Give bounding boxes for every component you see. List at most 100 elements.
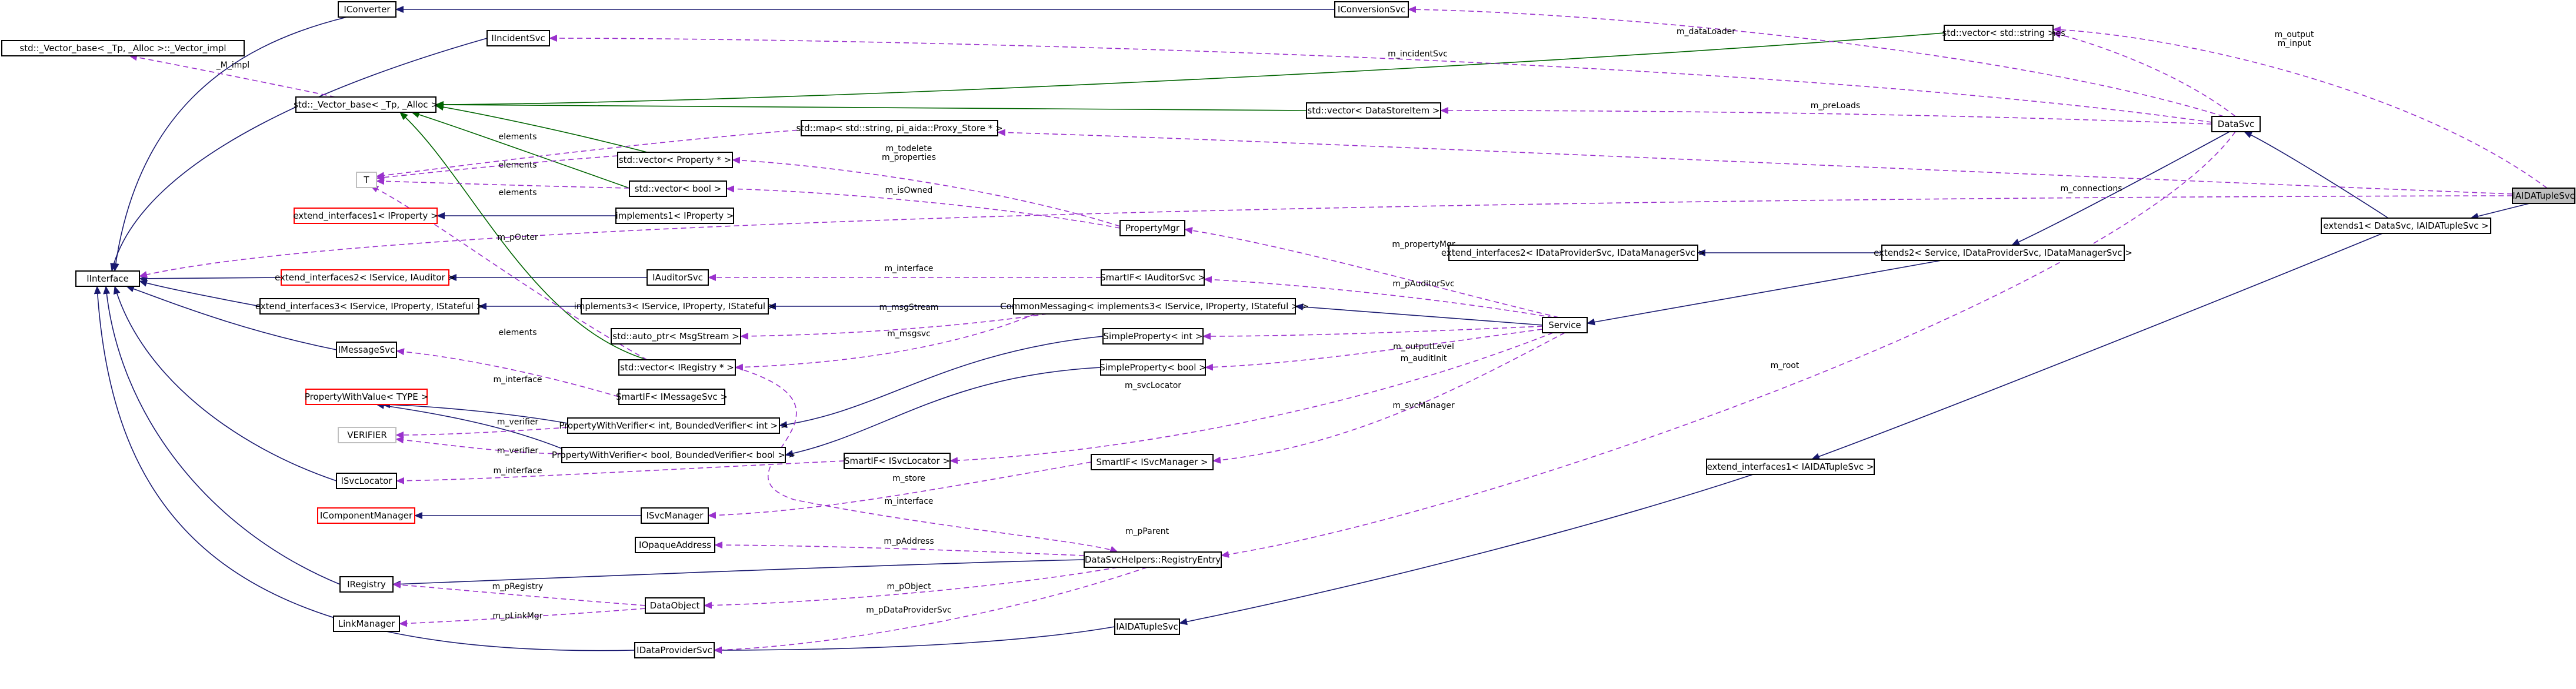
edge-vecBase-to-vecBaseImpl — [129, 53, 336, 98]
class-node-PWVerBool[interactable]: PropertyWithVerifier< bool, BoundedVerif… — [552, 447, 795, 463]
class-node-extISvcIAud[interactable]: extend_interfaces2< IService, IAuditor > — [275, 269, 455, 286]
edge-RegEntry-to-IRegistry — [392, 559, 1085, 588]
edge-line — [395, 436, 562, 454]
edge-label-dataLoader: m_dataLoader — [1677, 27, 1735, 36]
class-node-PropertyMgr[interactable]: PropertyMgr — [1119, 220, 1185, 236]
edge-vecIReg-to-vecBase — [399, 112, 648, 360]
class-node-SmartIFMsg[interactable]: SmartIF< IMessageSvc > — [616, 389, 728, 405]
edge-RegEntry-to-IOpaque — [714, 541, 1085, 556]
class-label: IDataProviderSvc — [636, 645, 712, 655]
class-node-ISvcLocator[interactable]: ISvcLocator — [336, 473, 397, 489]
class-node-Interface[interactable]: IInterface — [75, 270, 140, 287]
class-node-ISvcManager[interactable]: ISvcManager — [641, 507, 709, 524]
edge-ext2Svc-to-Service — [1587, 260, 1942, 326]
edge-extISvcIAud-to-Interface — [139, 275, 282, 282]
class-label: extend_interfaces3< IService, IProperty,… — [255, 301, 484, 312]
class-node-DataSvc[interactable]: DataSvc — [2211, 116, 2261, 132]
class-label: SmartIF< ISvcManager > — [1097, 457, 1208, 467]
class-node-IAIDATupleSvc[interactable]: IAIDATupleSvc — [2512, 188, 2575, 204]
edge-Service-to-SimpleBool — [1205, 329, 1543, 371]
class-node-ext2Svc[interactable]: extends2< Service, IDataProviderSvc, IDa… — [1874, 245, 2132, 261]
class-node-IAuditorSvc[interactable]: IAuditorSvc — [647, 269, 709, 286]
edge-line — [1295, 303, 1543, 326]
edge-line — [94, 286, 635, 651]
edge-label-elem2: elements — [498, 160, 536, 170]
class-label: IAIDATupleSvc — [1116, 621, 1178, 632]
class-node-RegEntry[interactable]: DataSvcHelpers::RegistryEntry — [1084, 551, 1222, 568]
edge-line — [103, 286, 341, 585]
edge-label-interface4: m_interface — [884, 497, 933, 506]
class-node-SimpleBool[interactable]: SimpleProperty< bool > — [1099, 359, 1207, 376]
class-box — [611, 328, 741, 344]
class-node-IDataProv[interactable]: IDataProviderSvc — [634, 642, 715, 658]
class-box — [1334, 1, 1409, 18]
class-node-CommonMsg[interactable]: CommonMessaging< implements3< IService, … — [1000, 298, 1309, 315]
class-node-vecDSI[interactable]: std::vector< DataStoreItem > — [1306, 102, 1441, 119]
class-node-IRegistry[interactable]: IRegistry — [339, 576, 394, 593]
class-node-IIncidentSvc[interactable]: IIncidentSvc — [486, 30, 550, 46]
class-node-vecBase[interactable]: std::_Vector_base< _Tp, _Alloc > — [294, 96, 438, 113]
class-node-SmartIFLoc[interactable]: SmartIF< ISvcLocator > — [844, 453, 951, 469]
class-node-Service[interactable]: Service — [1542, 317, 1588, 333]
edge-line — [2052, 26, 2548, 189]
class-node-vecIReg[interactable]: std::vector< IRegistry * > — [618, 359, 736, 376]
class-node-extIDP[interactable]: extend_interfaces2< IDataProviderSvc, ID… — [1441, 245, 1705, 261]
edge-DataSvc-to-vecStr — [2052, 31, 2236, 117]
class-node-IConverter[interactable]: IConverter — [338, 1, 396, 18]
class-label: std::vector< bool > — [635, 183, 722, 194]
class-box — [1013, 298, 1296, 315]
edge-line — [435, 101, 1307, 111]
class-box — [615, 208, 734, 224]
edge-label-pParent: m_pParent — [1125, 527, 1169, 536]
class-box — [1114, 618, 1180, 635]
class-label: std::vector< std::string > — [1942, 28, 2055, 38]
class-node-vecBool[interactable]: std::vector< bool > — [629, 180, 727, 197]
class-node-SmartIFAud[interactable]: SmartIF< IAuditorSvc > — [1100, 269, 1205, 286]
class-node-impIProp[interactable]: implements1< IProperty > — [615, 208, 734, 224]
class-label: IOpaqueAddress — [639, 540, 711, 550]
edge-label-elem1: elements — [498, 132, 536, 142]
class-node-extIAIDA[interactable]: extend_interfaces1< IAIDATupleSvc > — [1706, 459, 1875, 475]
class-label: SmartIF< IAuditorSvc > — [1100, 272, 1205, 283]
edge-label-msgStream: m_msgStream — [879, 303, 938, 312]
class-node-SmartIFMgr[interactable]: SmartIF< ISvcManager > — [1091, 454, 1214, 470]
class-node-VERIFIER[interactable]: VERIFIER — [338, 427, 396, 443]
class-node-T[interactable]: T — [356, 172, 377, 188]
edge-vecBool-to-T — [376, 178, 630, 189]
class-node-IMessageSvc[interactable]: IMessageSvc — [336, 342, 397, 358]
class-label: std::vector< Property * > — [619, 155, 731, 165]
class-node-PWVerInt[interactable]: PropertyWithVerifier< int, BoundedVerifi… — [559, 417, 788, 434]
class-node-PWV[interactable]: PropertyWithValue< TYPE > — [305, 389, 428, 405]
class-node-ext3[interactable]: extend_interfaces3< IService, IProperty,… — [255, 298, 484, 315]
class-node-vecBaseImpl[interactable]: std::_Vector_base< _Tp, _Alloc >::_Vecto… — [1, 40, 245, 56]
edge-line — [139, 280, 261, 307]
edge-IAIDATupleSvc-to-ext1Data — [2470, 203, 2530, 220]
class-node-ext1Data[interactable]: extends1< DataSvc, IAIDATupleSvc > — [2321, 218, 2491, 234]
class-box — [641, 507, 709, 524]
class-box — [2211, 116, 2261, 132]
edge-DataObject-to-LinkManager — [399, 608, 646, 627]
class-box — [1944, 25, 2054, 41]
edge-line — [949, 332, 1554, 464]
class-node-LinkManager[interactable]: LinkManager — [333, 616, 400, 632]
class-node-IAIDATupleSvc2[interactable]: IAIDATupleSvc — [1114, 618, 1180, 635]
class-label: IMessageSvc — [338, 344, 395, 355]
class-node-imp3[interactable]: implements3< IService, IProperty, IState… — [574, 298, 776, 315]
edge-SmartIFLoc-to-ISvcLocator — [396, 460, 845, 484]
edge-line — [704, 567, 1118, 609]
class-node-vecProp[interactable]: std::vector< Property * > — [617, 152, 733, 168]
edge-vecIReg-to-T — [370, 185, 648, 360]
class-node-ICompMgr[interactable]: IComponentManager — [317, 507, 415, 524]
class-node-mapProxy[interactable]: std::map< std::string, pi_aida::Proxy_St… — [796, 120, 1003, 136]
class-box — [1091, 454, 1214, 470]
class-node-IConversionSvc[interactable]: IConversionSvc — [1334, 1, 1409, 18]
class-node-DataObject[interactable]: DataObject — [645, 597, 705, 614]
edge-PWVerInt-to-PWV — [382, 401, 568, 424]
class-node-extIProp[interactable]: extend_interfaces1< IProperty > — [293, 208, 438, 224]
class-node-SimpleInt[interactable]: SimpleProperty< int > — [1102, 328, 1204, 344]
class-node-vecStr[interactable]: std::vector< std::string > — [1942, 25, 2055, 41]
class-node-autoPtr[interactable]: std::auto_ptr< MsgStream > — [611, 328, 741, 344]
edge-label-elem3: elements — [498, 188, 536, 198]
edge-line — [779, 336, 1104, 429]
class-node-IOpaque[interactable]: IOpaqueAddress — [635, 537, 715, 553]
